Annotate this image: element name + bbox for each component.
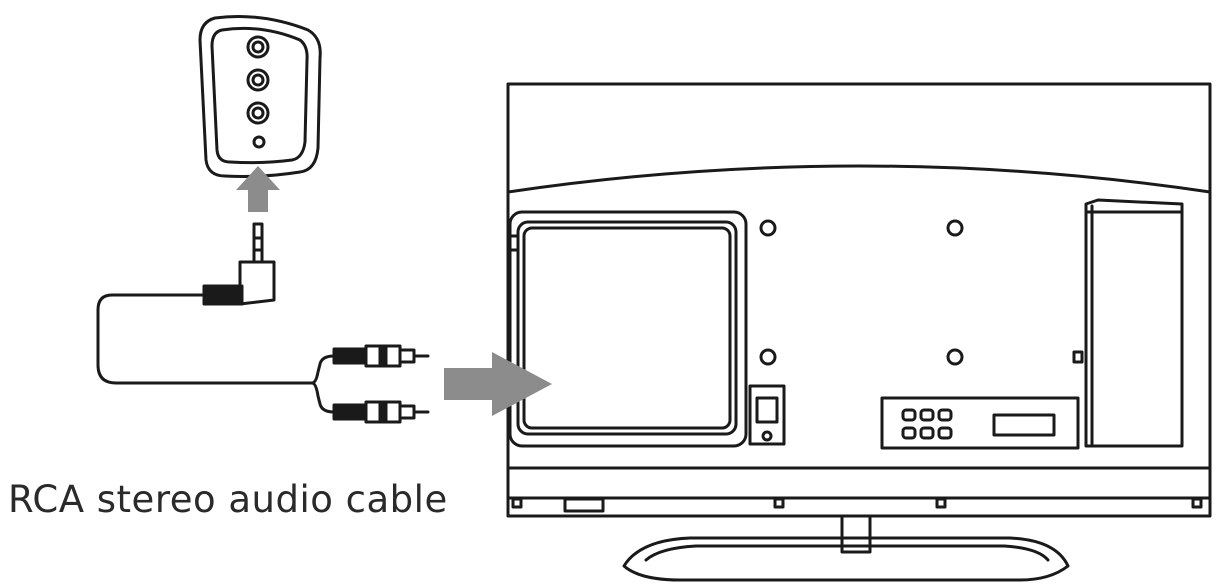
audio-device-panel-icon — [198, 15, 322, 178]
connector-panel — [880, 396, 1080, 450]
mount-hole — [759, 348, 777, 366]
mount-hole — [946, 348, 964, 366]
tv-rear-view-icon — [506, 82, 1212, 582]
rca-plug-bottom — [332, 400, 430, 424]
mount-hole — [759, 219, 777, 237]
jack-strain-relief — [202, 284, 244, 306]
tv-back-cover-panel — [508, 210, 748, 448]
power-switch-icon — [748, 384, 786, 446]
mount-hole — [946, 219, 964, 237]
tv-stand — [622, 514, 1070, 582]
up-arrow-icon — [236, 166, 280, 212]
tv-side-panel — [1072, 198, 1184, 448]
jack-elbow — [238, 260, 276, 306]
diagram-caption: RCA stereo audio cable — [8, 478, 448, 521]
right-arrow-icon — [444, 352, 552, 416]
audio-cable — [96, 222, 336, 414]
rca-plug-top — [332, 344, 430, 368]
jack-tip — [252, 222, 264, 264]
